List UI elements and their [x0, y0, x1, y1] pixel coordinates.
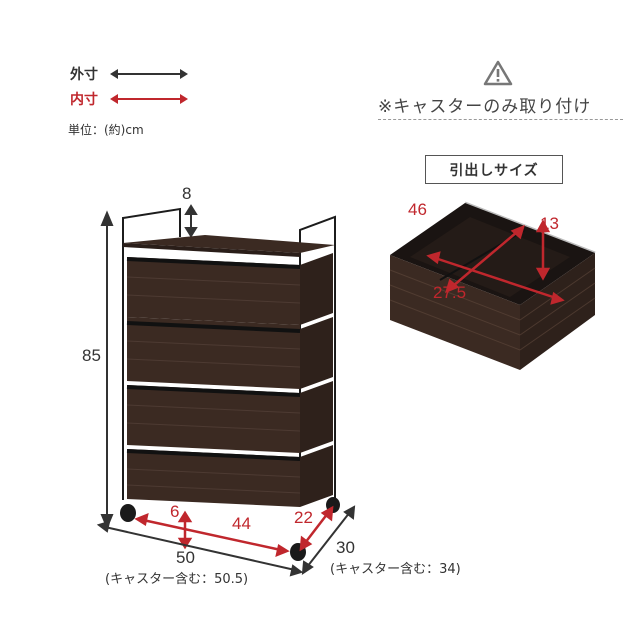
height-label: 85: [82, 346, 101, 365]
cart-illustration: [96, 204, 356, 577]
double-arrow-dark-icon: [110, 69, 188, 79]
double-arrow-red-icon: [110, 94, 188, 104]
inner-width-label: 44: [232, 514, 251, 533]
legend-outer-label: 外寸: [70, 67, 98, 83]
drawer-size-title-text: 引出しサイズ: [449, 162, 539, 179]
inner-depth-label: 22: [294, 508, 313, 527]
warning-icon: [483, 60, 513, 90]
unit-label: 単位：(約)cm: [68, 123, 144, 137]
depth-label: 30: [336, 538, 355, 557]
legend-inner-label: 内寸: [70, 92, 98, 108]
legend-outer: 外寸: [70, 64, 188, 84]
notice-divider: [378, 119, 623, 120]
width-label: 50: [176, 548, 195, 567]
legend-inner: 内寸: [70, 89, 188, 109]
drawer-depth-label: 27.5: [433, 283, 467, 302]
depth-note: (キャスター含む：34): [330, 562, 461, 577]
caster-notice: ※キャスターのみ取り付け: [378, 97, 592, 117]
width-note: (キャスター含む：50.5): [105, 572, 249, 587]
drawer-width-label: 46: [408, 200, 427, 219]
inner-height-label: 6: [170, 502, 180, 521]
drawer-illustration: [389, 201, 596, 370]
top-gap-label: 8: [182, 184, 192, 203]
drawer-height-label: 13: [540, 214, 559, 233]
drawer-size-title: 引出しサイズ: [425, 155, 563, 184]
